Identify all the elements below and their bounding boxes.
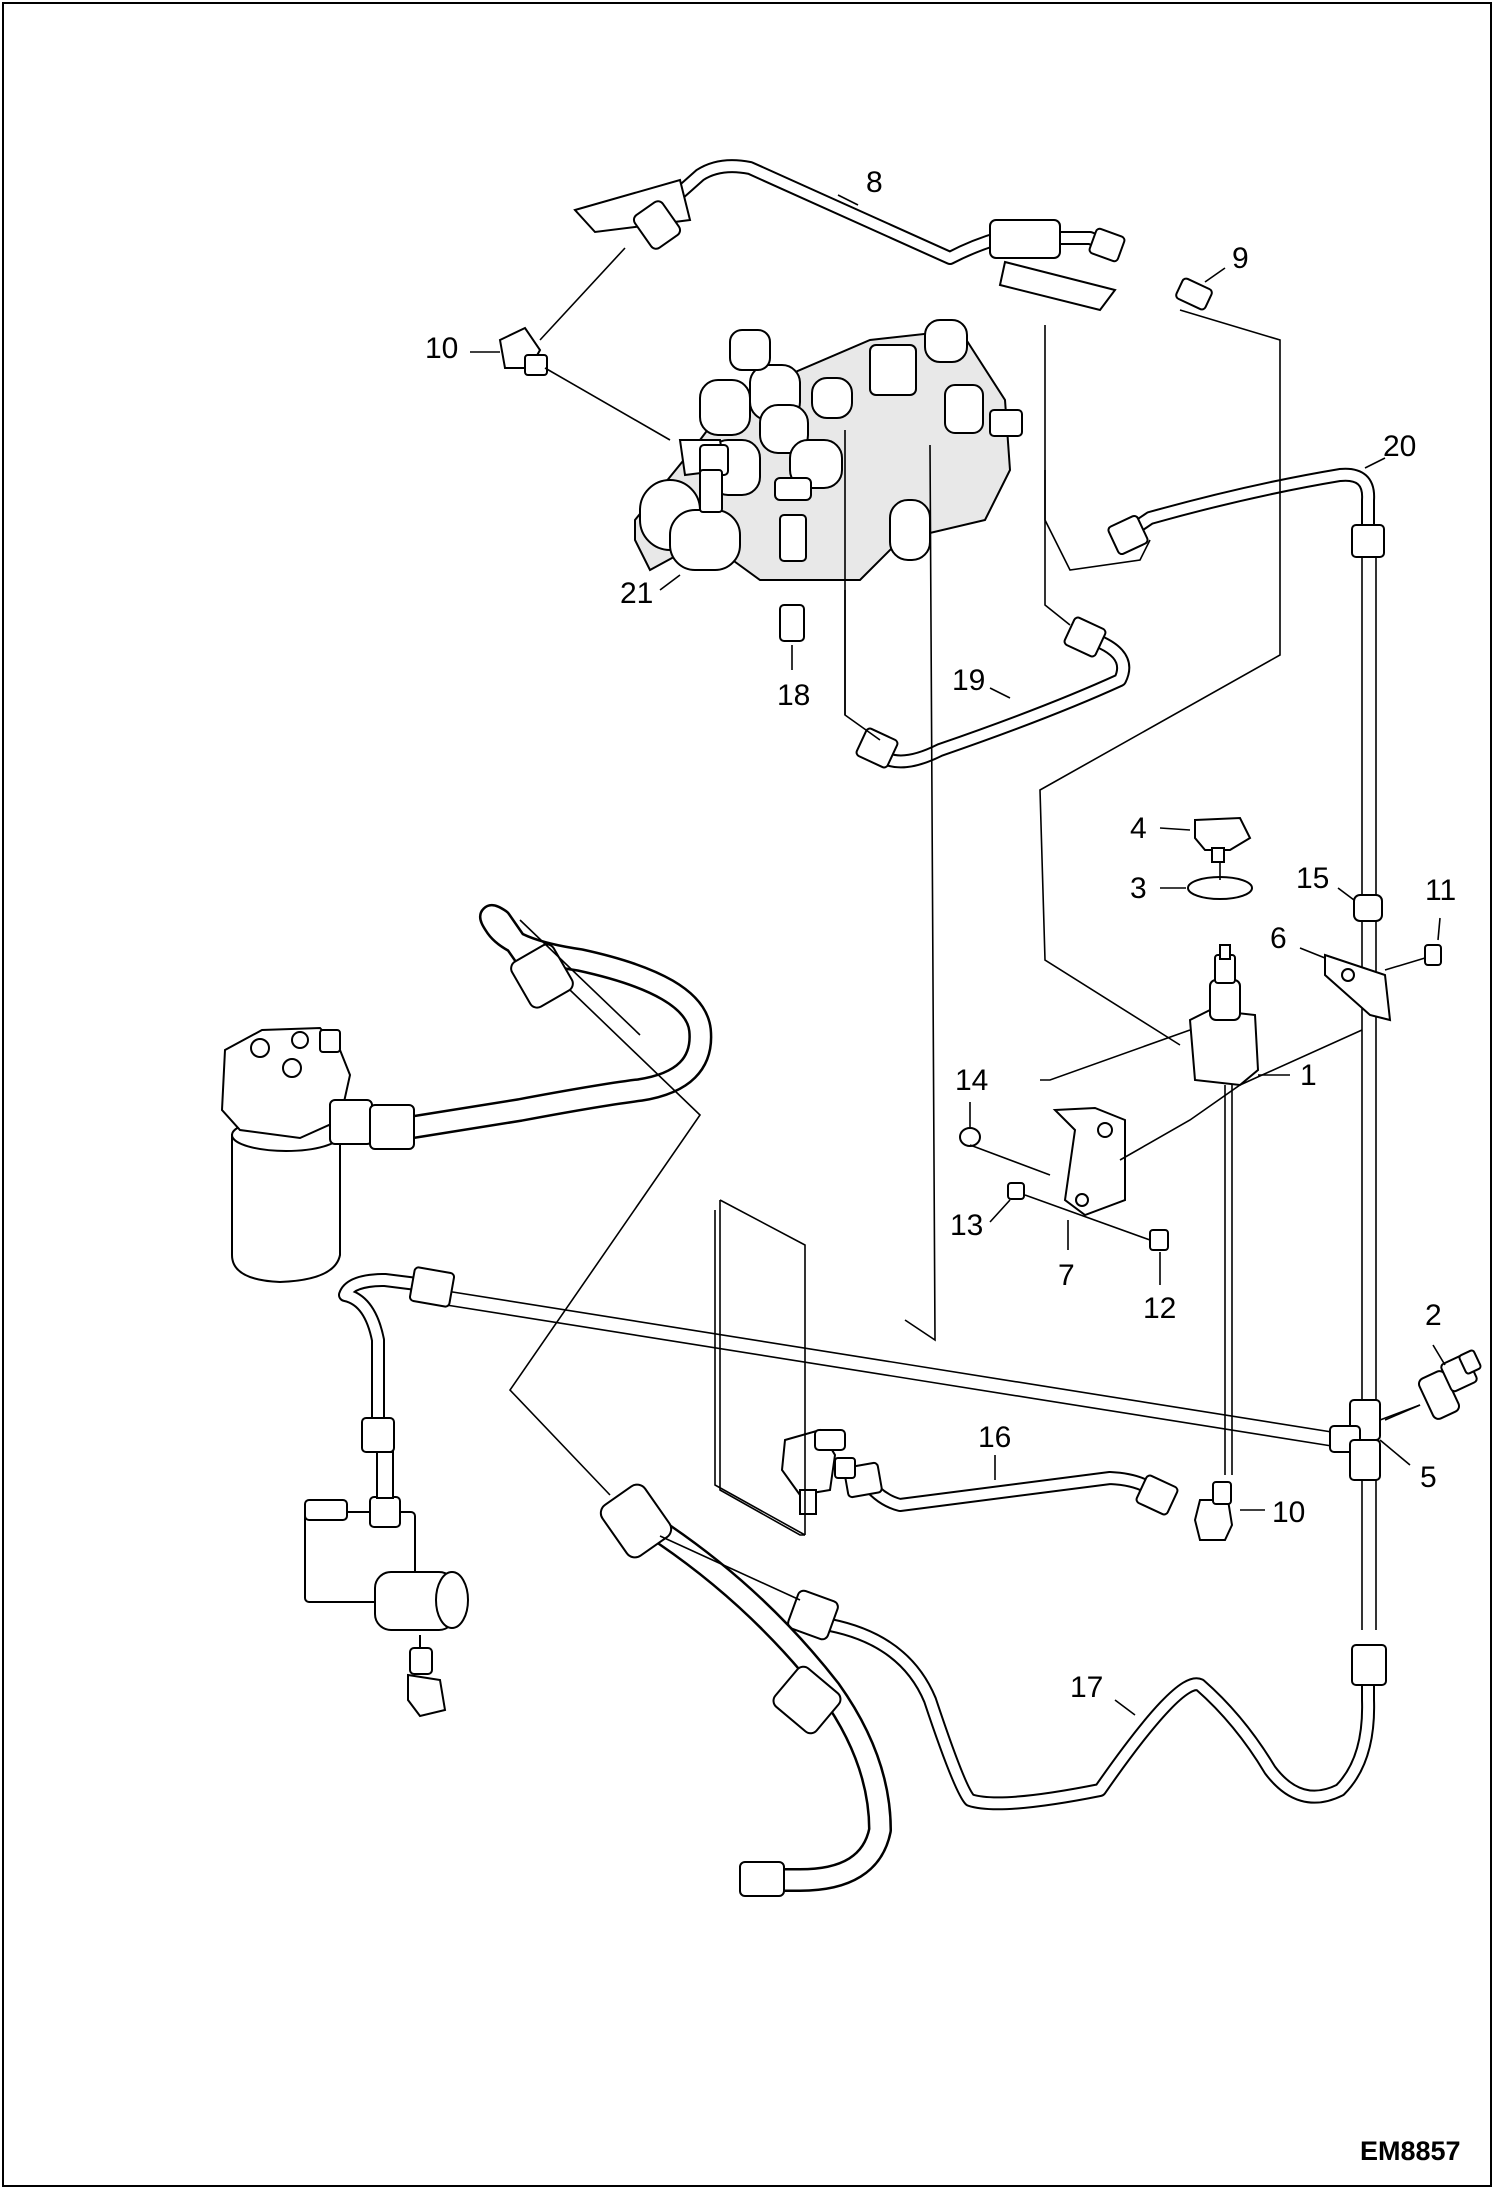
bolt-12 [1149,1229,1169,1251]
callout-10-lower: 10 [1272,1496,1305,1529]
bracket-7 [1052,1106,1126,1217]
callout-19: 19 [952,664,985,697]
fitting-9 [1175,277,1213,311]
washer-14 [959,1127,981,1147]
disk-3 [1187,862,1253,900]
callout-10-upper: 10 [425,332,458,365]
callout-21: 21 [620,577,653,610]
callout-16: 16 [978,1421,1011,1454]
leader-lines [470,194,1446,1716]
lower-hose [599,1483,892,1897]
hydraulic-filter [220,1026,415,1284]
tube-19 [855,616,1131,769]
tee-fitting-5 [1329,1399,1421,1481]
fitting-18 [779,604,805,642]
callout-labels: 8 9 10 20 21 18 19 4 3 15 11 6 1 14 13 7… [425,166,1456,1704]
callout-4: 4 [1130,812,1147,845]
tube-8 [573,159,1126,312]
relief-valve-1 [1188,944,1260,1475]
callout-9: 9 [1232,242,1249,275]
bolt-11 [1384,944,1442,971]
tube-16 [843,1461,1179,1516]
callout-1: 1 [1300,1059,1317,1092]
callout-3: 3 [1130,872,1147,905]
cap-4 [1194,816,1252,863]
solenoid-valve [304,1451,469,1718]
callout-17: 17 [1070,1671,1103,1704]
callout-8: 8 [866,166,883,199]
callout-5: 5 [1420,1461,1437,1494]
callout-13: 13 [950,1209,983,1242]
elbow-fitting-10-lower [1193,1481,1234,1541]
tee-fitting [780,1428,856,1515]
tube-long-diagonal [338,1266,1339,1453]
figure-id: EM8857 [1360,2136,1461,2166]
callout-11: 11 [1425,874,1456,907]
tube-20 [1107,467,1385,558]
bracket-6 [1324,953,1392,1022]
callout-14: 14 [955,1064,988,1097]
elbow-fitting-10-upper [498,326,548,376]
hose-17 [787,1589,1387,1811]
callout-12: 12 [1143,1292,1176,1325]
callout-7: 7 [1058,1259,1075,1292]
callout-20: 20 [1383,430,1416,463]
callout-2: 2 [1425,1299,1442,1332]
callout-18: 18 [777,679,810,712]
nut-13 [1007,1182,1025,1200]
pressure-switch-2 [1417,1349,1482,1420]
filter-return-hose [383,904,713,1142]
nut-15 [1353,894,1383,922]
callout-6: 6 [1270,922,1287,955]
callout-15: 15 [1296,862,1329,895]
control-valve-21 [634,319,1023,581]
